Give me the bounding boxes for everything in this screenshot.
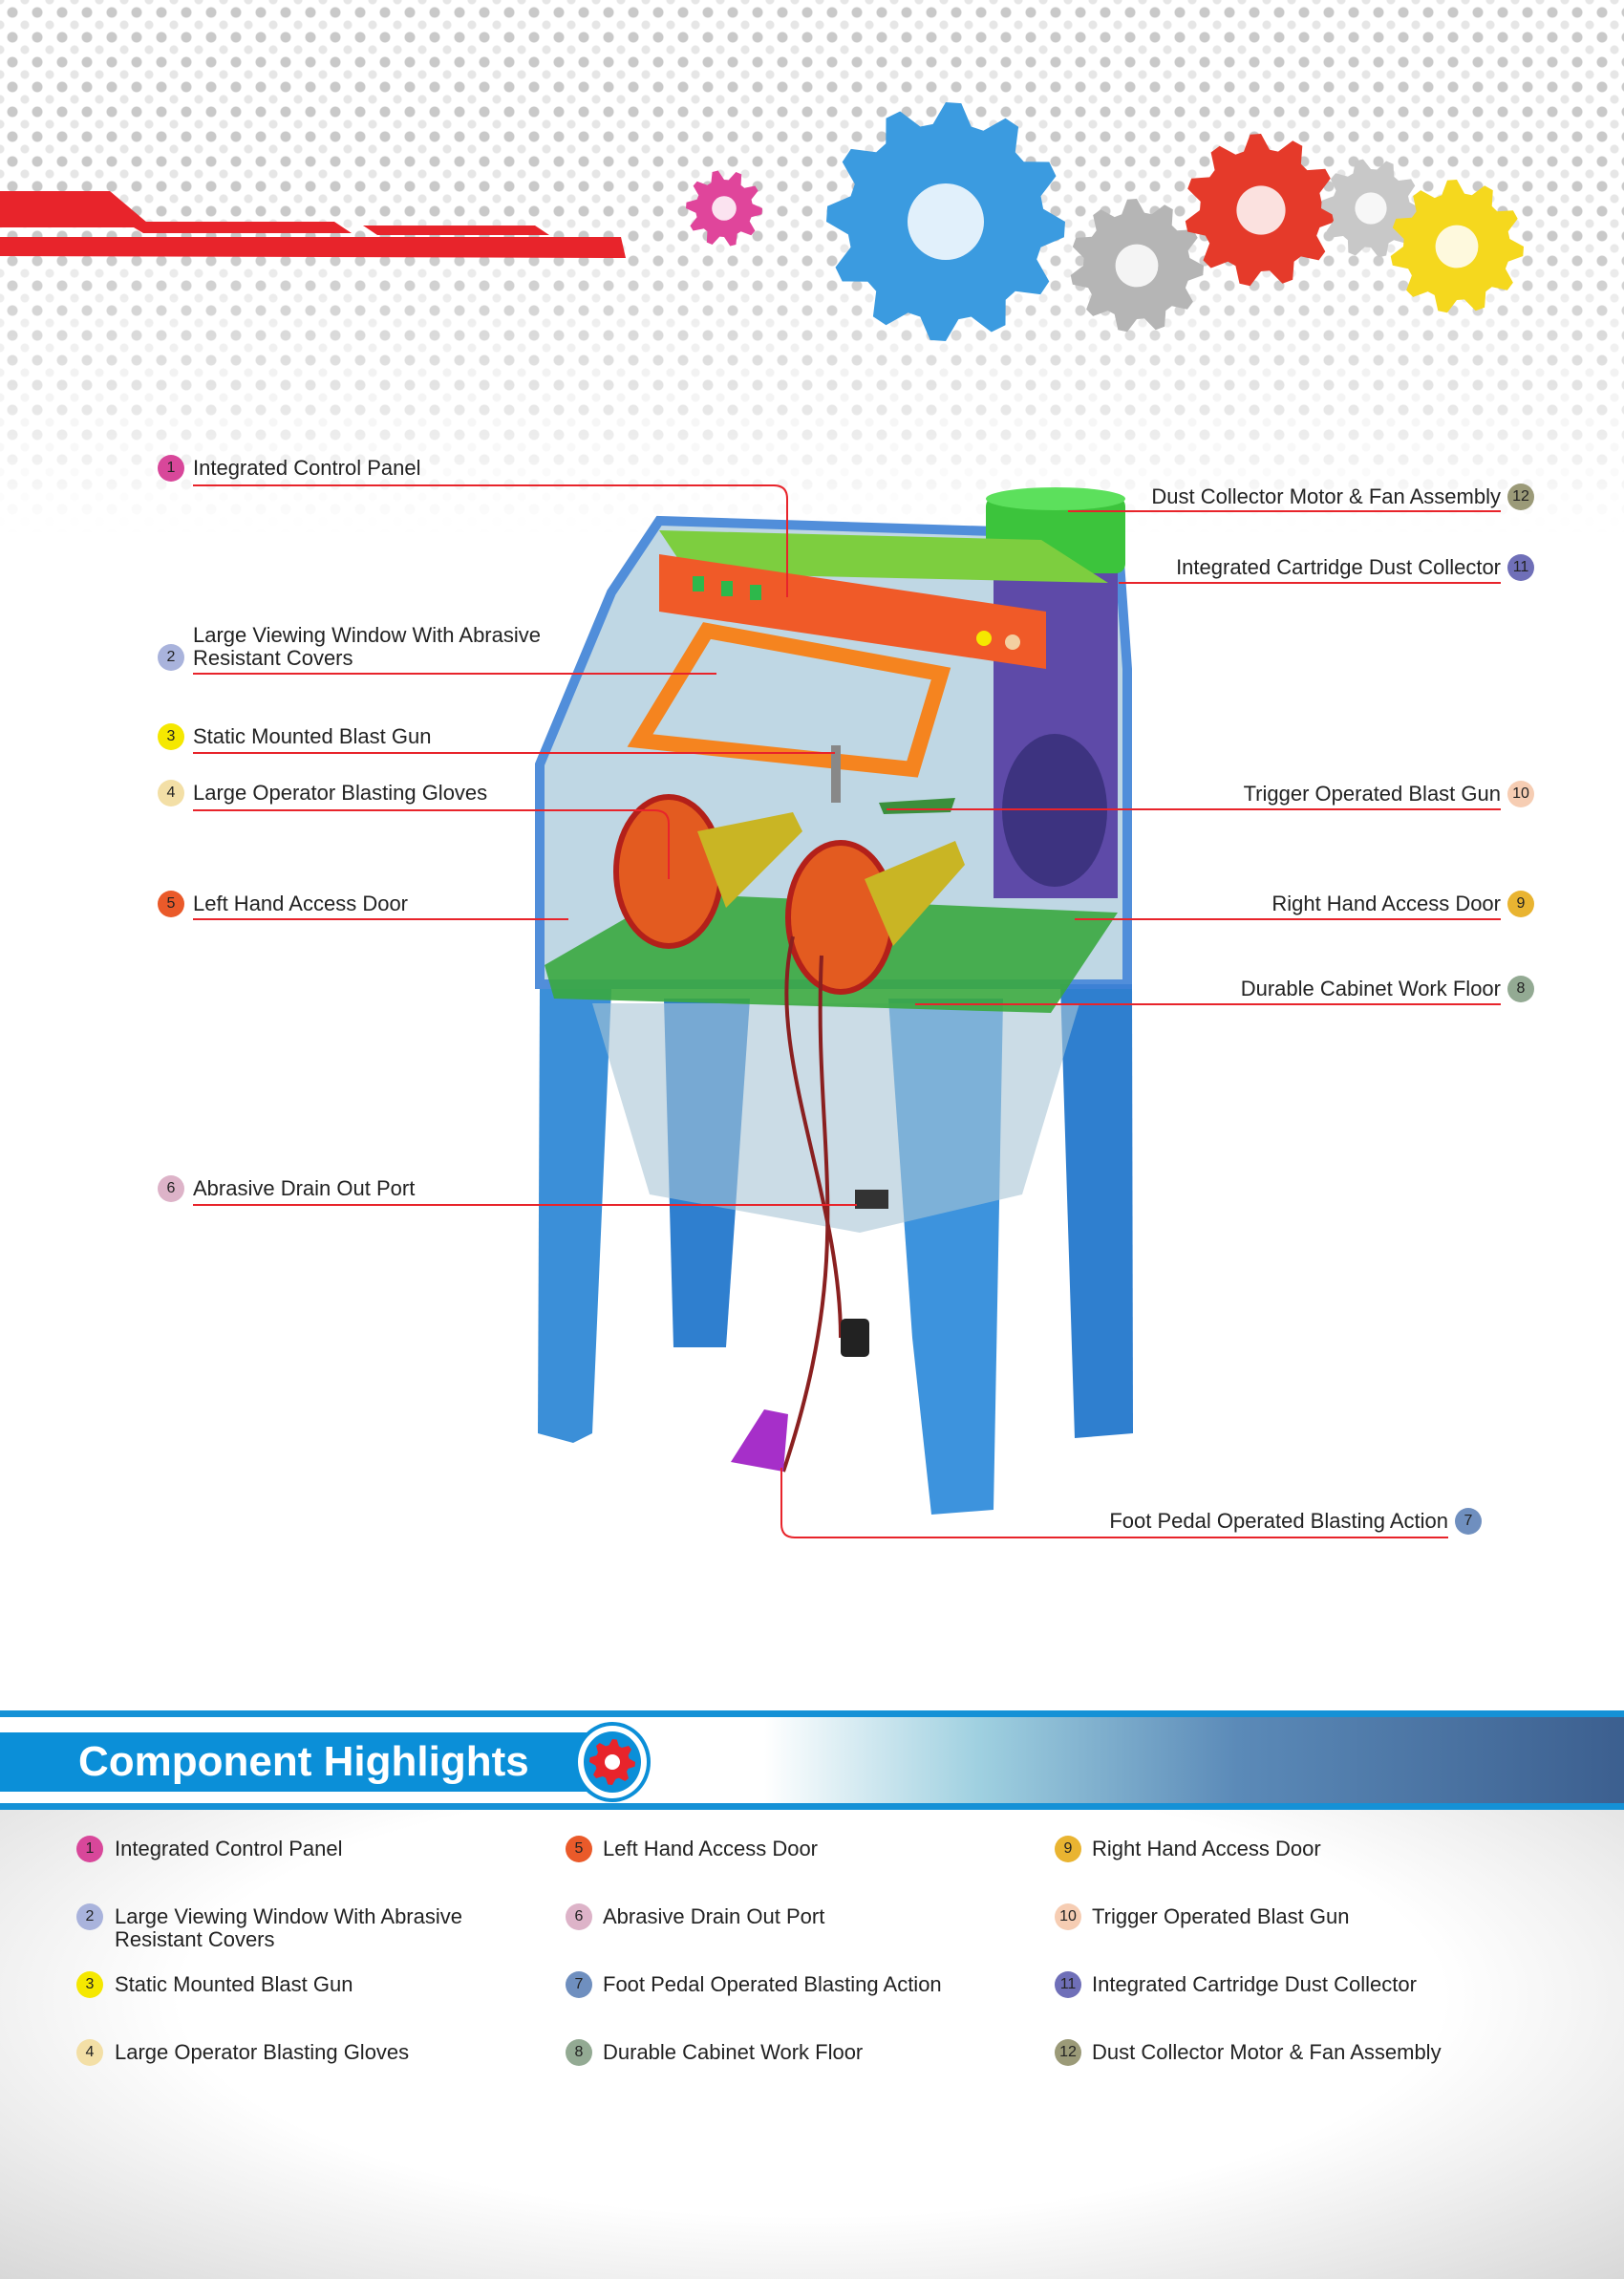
divider-top bbox=[0, 1710, 1624, 1717]
callout-badge-6: 6 bbox=[158, 1175, 184, 1202]
callout-badge-2: 2 bbox=[158, 644, 184, 671]
red-speed-stripes bbox=[0, 191, 626, 258]
callout-label-9: Right Hand Access Door bbox=[1271, 892, 1501, 915]
highlight-item-10: Trigger Operated Blast Gun bbox=[1092, 1904, 1350, 1928]
callout-label-1: Integrated Control Panel bbox=[193, 456, 421, 480]
callout-badge-5: 5 bbox=[158, 891, 184, 917]
highlights-panel bbox=[0, 1810, 1624, 2279]
callout-badge-12: 12 bbox=[1507, 484, 1534, 510]
highlight-badge-2: 2 bbox=[76, 1903, 103, 1930]
highlight-badge-7: 7 bbox=[566, 1971, 592, 1998]
foot-pedal bbox=[731, 1409, 788, 1472]
right-leg bbox=[1060, 984, 1133, 1438]
callout-label-11: Integrated Cartridge Dust Collector bbox=[1176, 555, 1501, 579]
gear-hole bbox=[712, 196, 737, 221]
left-front-leg bbox=[538, 989, 611, 1443]
section-title-bar bbox=[0, 1732, 630, 1792]
callout-label-6: Abrasive Drain Out Port bbox=[193, 1176, 416, 1200]
callout-label-2-line1: Large Viewing Window With Abrasive bbox=[193, 623, 541, 647]
callout-badge-3: 3 bbox=[158, 723, 184, 750]
highlight-badge-6: 6 bbox=[566, 1903, 592, 1930]
callout-badge-8: 8 bbox=[1507, 976, 1534, 1002]
highlight-item-2-line1: Large Viewing Window With Abrasive bbox=[115, 1904, 462, 1928]
callout-label-7: Foot Pedal Operated Blasting Action bbox=[1109, 1509, 1448, 1533]
highlight-item-11: Integrated Cartridge Dust Collector bbox=[1092, 1972, 1417, 1996]
highlight-badge-11: 11 bbox=[1055, 1971, 1081, 1998]
callout-badge-1: 1 bbox=[158, 455, 184, 482]
highlight-badge-10: 10 bbox=[1055, 1903, 1081, 1930]
gear-hole bbox=[1115, 244, 1159, 288]
callout-label-5: Left Hand Access Door bbox=[193, 892, 409, 915]
highlight-item-1: Integrated Control Panel bbox=[115, 1837, 343, 1860]
callout-label-12: Dust Collector Motor & Fan Assembly bbox=[1151, 484, 1501, 508]
highlight-item-12: Dust Collector Motor & Fan Assembly bbox=[1092, 2040, 1442, 2064]
highlight-item-7: Foot Pedal Operated Blasting Action bbox=[603, 1972, 942, 1996]
highlight-badge-4: 4 bbox=[76, 2039, 103, 2066]
control-panel bbox=[659, 554, 1046, 669]
callout-badge-9: 9 bbox=[1507, 891, 1534, 917]
viewing-window bbox=[627, 622, 951, 778]
highlight-item-3: Static Mounted Blast Gun bbox=[115, 1972, 353, 1996]
callout-label-2-line2: Resistant Covers bbox=[193, 646, 353, 670]
highlight-item-6: Abrasive Drain Out Port bbox=[603, 1904, 825, 1928]
divider-bottom bbox=[0, 1803, 1624, 1810]
highlight-badge-5: 5 bbox=[566, 1836, 592, 1862]
gear-hole bbox=[908, 183, 984, 260]
halftone-background-light bbox=[0, 0, 1624, 535]
highlight-badge-12: 12 bbox=[1055, 2039, 1081, 2066]
callout-label-3: Static Mounted Blast Gun bbox=[193, 724, 432, 748]
gear-hole bbox=[605, 1754, 620, 1770]
highlight-badge-9: 9 bbox=[1055, 1836, 1081, 1862]
highlight-badge-1: 1 bbox=[76, 1836, 103, 1862]
callout-badge-4: 4 bbox=[158, 780, 184, 806]
callout-label-4: Large Operator Blasting Gloves bbox=[193, 781, 488, 805]
illustration bbox=[0, 102, 1524, 1538]
gear-hole bbox=[1236, 185, 1286, 235]
highlight-item-8: Durable Cabinet Work Floor bbox=[603, 2040, 864, 2064]
gear-hole bbox=[1435, 225, 1479, 269]
blast-cabinet-illustration bbox=[535, 487, 1133, 1515]
section-title: Component Highlights bbox=[78, 1738, 529, 1785]
callout-badge-10: 10 bbox=[1507, 781, 1534, 807]
gears-decoration bbox=[686, 102, 1524, 341]
highlight-item-2-line2: Resistant Covers bbox=[115, 1927, 275, 1951]
leader-lines bbox=[193, 484, 1501, 1538]
gears-banner-image bbox=[764, 1717, 1624, 1803]
callout-label-10: Trigger Operated Blast Gun bbox=[1243, 782, 1501, 806]
highlight-item-9: Right Hand Access Door bbox=[1092, 1837, 1321, 1860]
highlight-badge-3: 3 bbox=[76, 1971, 103, 1998]
callout-label-8: Durable Cabinet Work Floor bbox=[1240, 977, 1501, 1000]
callout-badge-11: 11 bbox=[1507, 554, 1534, 581]
highlight-badge-8: 8 bbox=[566, 2039, 592, 2066]
gear-hole bbox=[1355, 192, 1387, 225]
highlight-item-4: Large Operator Blasting Gloves bbox=[115, 2040, 410, 2064]
highlight-item-5: Left Hand Access Door bbox=[603, 1837, 819, 1860]
right-glove-port bbox=[785, 840, 896, 995]
callout-badge-7: 7 bbox=[1455, 1508, 1482, 1535]
gear-icon bbox=[578, 1726, 647, 1798]
